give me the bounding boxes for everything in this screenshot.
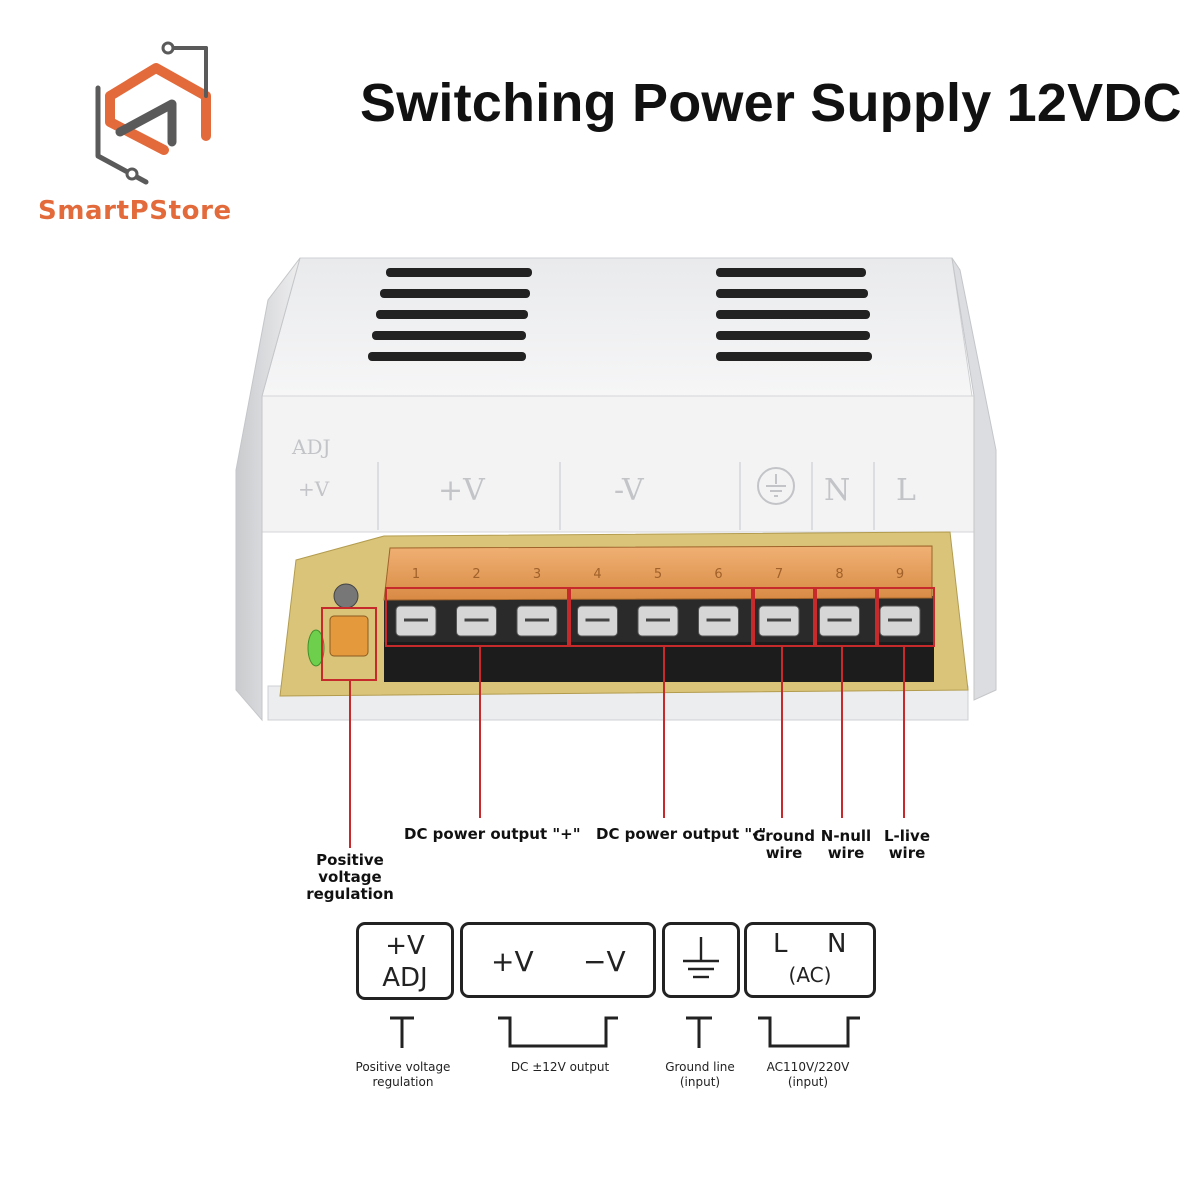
panel-label-l: L (896, 473, 916, 508)
callout-ground-wire: Ground wire (752, 827, 816, 862)
ground-symbol-icon (683, 937, 719, 979)
smartpstore-logo-icon (95, 41, 211, 185)
adj-embossed-symbol: +V (298, 477, 330, 501)
ground-emboss-icon (757, 467, 795, 505)
callout-dc-output-plus: DC power output "+" (404, 825, 581, 843)
callout-n-null-wire: N-null wire (820, 827, 872, 862)
terminal-number: 5 (654, 567, 662, 582)
brand-name: SmartPStore (38, 196, 232, 226)
terminal-number: 4 (593, 567, 601, 582)
callout-dc-output-minus: DC power output "-" (596, 825, 767, 843)
page-title: Switching Power Supply 12VDC (360, 73, 1182, 133)
voltage-pot (329, 615, 369, 657)
panel-label-minus: -V (614, 473, 645, 508)
adj-embossed-label: ADJ (291, 435, 331, 459)
legend-ac-box: L N (AC) (744, 922, 876, 998)
legend-dc-box: +V −V (460, 922, 656, 998)
panel-label-n: N (824, 473, 850, 508)
terminal-number: 7 (775, 567, 783, 582)
terminal-number: 6 (714, 567, 722, 582)
terminal-number: 8 (835, 567, 843, 582)
terminal-number: 3 (533, 567, 541, 582)
legend-caption-ground: Ground line (input) (665, 1060, 735, 1089)
terminal-number: 2 (472, 567, 480, 582)
terminal-number: 1 (412, 567, 420, 582)
legend-caption-dc: DC ±12V output (510, 1060, 610, 1074)
panel-label-plus: +V (438, 473, 486, 508)
legend-ground-box (662, 922, 740, 998)
legend-caption-ac: AC110V/220V (input) (766, 1060, 850, 1089)
terminal-number: 9 (896, 567, 904, 582)
legend-adj-box: +V ADJ (356, 922, 454, 1000)
legend-caption-adj: Positive voltage regulation (355, 1060, 451, 1089)
callout-positive-voltage-regulation: Positive voltage regulation (306, 851, 394, 903)
callout-l-live-wire: L-live wire (883, 827, 931, 862)
